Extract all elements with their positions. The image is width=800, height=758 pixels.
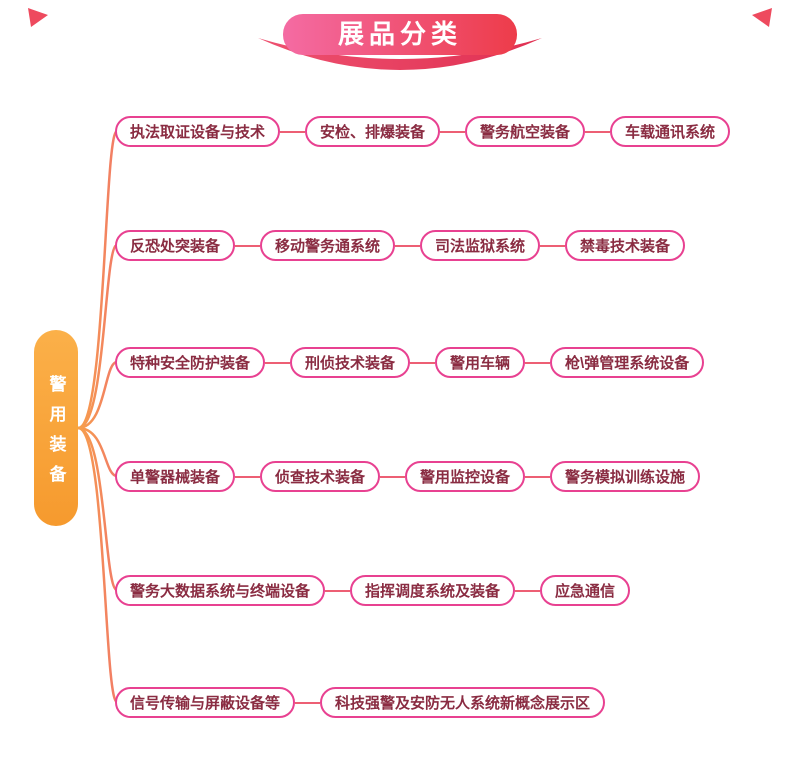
branch-row: 特种安全防护装备刑侦技术装备警用车辆枪\弹管理系统设备 xyxy=(115,347,705,378)
branch-row: 警务大数据系统与终端设备指挥调度系统及装备应急通信 xyxy=(115,575,631,606)
category-node: 警务模拟训练设施 xyxy=(550,461,701,492)
ribbon-tail xyxy=(258,38,542,70)
category-node: 特种安全防护装备 xyxy=(115,347,266,378)
category-node: 科技强警及安防无人系统新概念展示区 xyxy=(320,687,606,718)
node-connector-line xyxy=(380,475,406,478)
tree-branch-curve xyxy=(76,243,119,430)
category-node: 信号传输与屏蔽设备等 xyxy=(115,687,296,718)
category-node: 应急通信 xyxy=(540,575,631,606)
category-node: 司法监狱系统 xyxy=(420,230,541,261)
category-node: 车载通讯系统 xyxy=(610,116,731,147)
tree-branch-curve xyxy=(76,426,119,592)
category-node: 侦查技术装备 xyxy=(260,461,381,492)
tree-branch-curve xyxy=(76,129,119,430)
node-connector-line xyxy=(515,589,541,592)
node-connector-line xyxy=(525,475,551,478)
category-node: 单警器械装备 xyxy=(115,461,236,492)
branch-row: 信号传输与屏蔽设备等科技强警及安防无人系统新概念展示区 xyxy=(115,687,606,718)
category-node: 刑侦技术装备 xyxy=(290,347,411,378)
root-node-label: 警用装备 xyxy=(46,374,66,495)
category-node: 警务航空装备 xyxy=(465,116,586,147)
node-connector-line xyxy=(410,361,436,364)
tree-branch-curve xyxy=(76,426,119,478)
category-node: 枪\弹管理系统设备 xyxy=(550,347,705,378)
category-node: 反恐处突装备 xyxy=(115,230,236,261)
tree-branch-curve xyxy=(76,426,119,704)
node-connector-line xyxy=(295,701,321,704)
node-connector-line xyxy=(235,475,261,478)
node-connector-line xyxy=(540,244,566,247)
node-connector-line xyxy=(325,589,351,592)
node-connector-line xyxy=(265,361,291,364)
root-node: 警用装备 xyxy=(34,330,78,526)
corner-triangle-right xyxy=(752,8,772,27)
category-node: 安检、排爆装备 xyxy=(305,116,441,147)
ribbon-banner: 展品分类 xyxy=(28,8,772,70)
category-node: 指挥调度系统及装备 xyxy=(350,575,516,606)
tree-branch-curve xyxy=(76,360,119,430)
banner-title: 展品分类 xyxy=(338,19,462,49)
node-connector-line xyxy=(440,130,466,133)
category-node: 移动警务通系统 xyxy=(260,230,396,261)
node-connector-line xyxy=(395,244,421,247)
category-node: 警务大数据系统与终端设备 xyxy=(115,575,326,606)
ribbon-band xyxy=(283,14,517,55)
branch-row: 反恐处突装备移动警务通系统司法监狱系统禁毒技术装备 xyxy=(115,230,686,261)
category-node: 执法取证设备与技术 xyxy=(115,116,281,147)
category-node: 禁毒技术装备 xyxy=(565,230,686,261)
corner-triangle-left xyxy=(28,8,48,27)
node-connector-line xyxy=(280,130,306,133)
category-node: 警用监控设备 xyxy=(405,461,526,492)
node-connector-line xyxy=(585,130,611,133)
node-connector-line xyxy=(525,361,551,364)
category-node: 警用车辆 xyxy=(435,347,526,378)
branch-row: 单警器械装备侦查技术装备警用监控设备警务模拟训练设施 xyxy=(115,461,701,492)
node-connector-line xyxy=(235,244,261,247)
branch-row: 执法取证设备与技术安检、排爆装备警务航空装备车载通讯系统 xyxy=(115,116,731,147)
